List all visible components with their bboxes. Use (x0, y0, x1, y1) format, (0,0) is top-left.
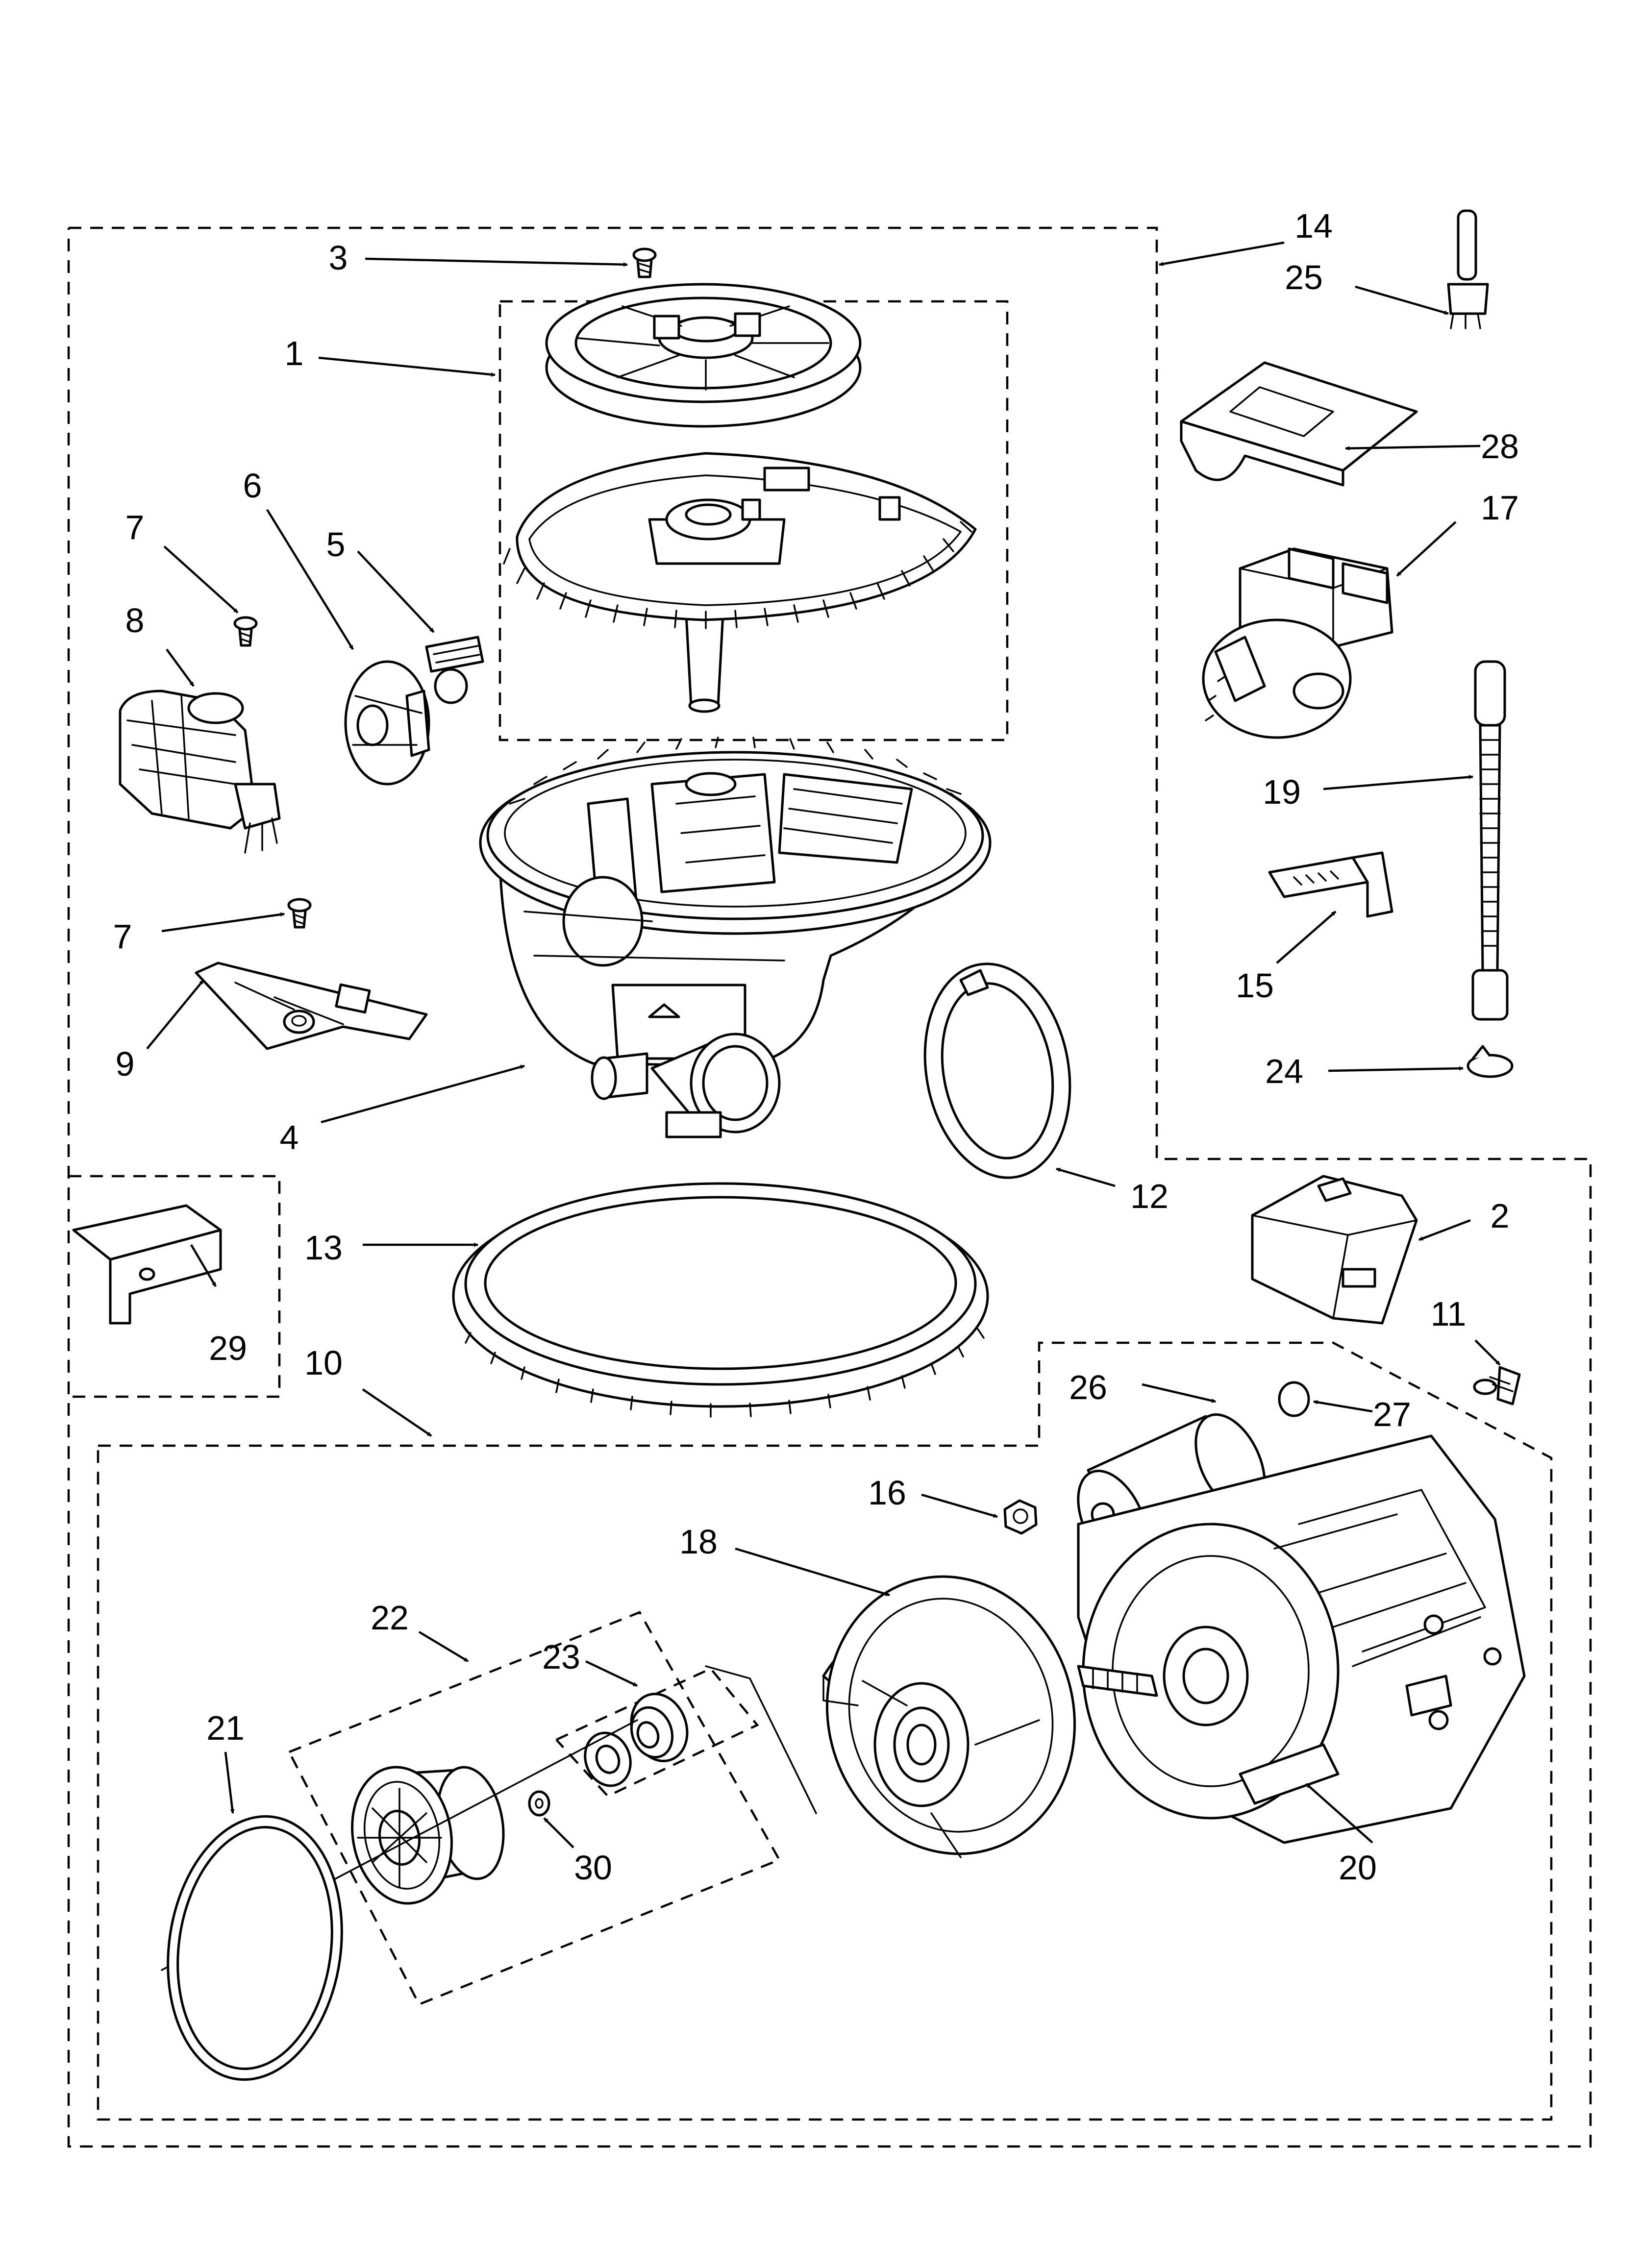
boundary-assembly-10 (97, 1341, 1553, 2121)
callout-22: 22 (371, 1599, 409, 1637)
part-screw-3 (632, 247, 657, 278)
callout-7-upper: 7 (125, 508, 145, 546)
callout-12: 12 (1130, 1177, 1169, 1215)
boundary-assembly-1 (498, 300, 1009, 741)
part-bracket-29 (72, 1204, 222, 1325)
callout-14: 14 (1294, 207, 1333, 245)
callout-29: 29 (209, 1329, 247, 1367)
part-clip-15 (1268, 851, 1393, 918)
part-sensor-25 (1447, 209, 1489, 329)
callout-3: 3 (329, 239, 348, 277)
part-pump-housing-18 (822, 1575, 1076, 1858)
callout-1: 1 (285, 334, 304, 372)
callout-17: 17 (1481, 489, 1519, 527)
callout-2: 2 (1491, 1197, 1510, 1235)
part-screw-11 (1473, 1366, 1521, 1405)
part-seal-23 (584, 1693, 689, 1787)
part-screw-7-lower (287, 898, 312, 929)
callout-23: 23 (542, 1638, 580, 1676)
callout-labels: 1 2 3 4 5 6 7 7 8 9 10 11 12 13 14 15 16… (113, 207, 1519, 1887)
parts (72, 209, 1526, 2081)
callout-27: 27 (1373, 1395, 1411, 1433)
part-ring-12 (923, 962, 1071, 1179)
callout-24: 24 (1265, 1052, 1303, 1090)
callout-5: 5 (326, 525, 346, 564)
callout-25: 25 (1285, 258, 1323, 296)
leader-lines (146, 241, 1501, 1849)
part-nut-16 (1003, 1499, 1038, 1535)
part-cover-2 (1251, 1175, 1418, 1325)
assembly-boundaries (67, 226, 1592, 2148)
boundary-assembly-22 (287, 1611, 781, 2006)
callout-9: 9 (116, 1045, 135, 1083)
callout-16: 16 (868, 1474, 906, 1512)
callout-26: 26 (1069, 1368, 1107, 1406)
seal-bracket (705, 1665, 817, 1814)
boundary-assembly-23 (555, 1667, 759, 1798)
part-motor-20 (1077, 1434, 1526, 1844)
callout-6: 6 (243, 467, 262, 505)
part-bracket-28 (1180, 361, 1418, 487)
callout-8: 8 (125, 601, 145, 640)
part-oring-21 (167, 1815, 343, 2081)
part-filter-cover-1 (545, 283, 862, 428)
callout-30: 30 (574, 1849, 612, 1887)
callout-21: 21 (206, 1709, 245, 1747)
part-clamp-24 (1467, 1045, 1514, 1078)
part-filter-base-1 (503, 452, 977, 713)
part-flapper-6 (344, 660, 430, 786)
callout-4: 4 (280, 1118, 299, 1157)
callout-18: 18 (679, 1523, 718, 1561)
part-gasket-13 (452, 1182, 989, 1418)
callout-28: 28 (1481, 427, 1519, 466)
part-bracket-9 (195, 961, 428, 1050)
callout-19: 19 (1263, 773, 1301, 811)
boundary-assembly-14 (67, 226, 1592, 2148)
part-switch-17 (1202, 547, 1393, 739)
part-washer-30 (528, 1790, 550, 1817)
part-washer-27 (1278, 1381, 1310, 1417)
callout-11: 11 (1431, 1295, 1467, 1333)
part-diverter-motor-8 (119, 690, 281, 854)
callout-15: 15 (1236, 966, 1274, 1005)
part-hose-19 (1471, 660, 1509, 1021)
callout-7-lower: 7 (113, 917, 132, 956)
part-screw-7-upper (233, 616, 258, 647)
callout-10: 10 (304, 1344, 343, 1382)
callout-20: 20 (1339, 1849, 1377, 1887)
callout-13: 13 (304, 1229, 343, 1267)
part-sensor-5 (425, 636, 484, 704)
part-sump-4 (479, 737, 992, 1138)
